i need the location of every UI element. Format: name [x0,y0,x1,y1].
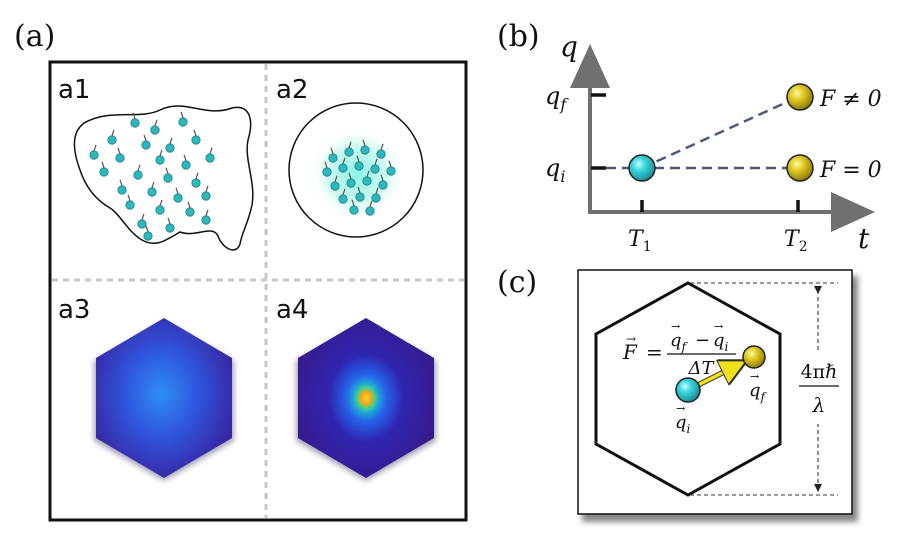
atom [346,172,356,188]
label-qi-vec: → [676,402,685,415]
atom [107,129,117,145]
atom [155,149,165,165]
brillouin-zone-a3 [96,318,232,478]
formula-num-qf: qf [670,330,689,354]
atom [205,147,215,163]
atom-cloud-condensed [322,139,396,216]
label-qf-vec: → [750,370,759,383]
atom [89,144,99,160]
period-numerator: 4πℏ [801,361,838,383]
atom-final-c [742,345,766,369]
atom-final-force [786,83,814,111]
tick-label-t1: T1 [628,227,652,255]
tick-label-t2: T2 [784,227,808,255]
atom [362,170,372,186]
atom [133,164,143,180]
panel-label-b: (b) [497,19,540,54]
atom [338,188,348,204]
formula-denominator: ΔT [687,358,715,379]
atom-final-no-force [786,154,814,182]
atom [150,119,160,135]
atom [163,167,173,183]
atom [201,185,211,201]
period-denominator: λ [812,393,826,417]
trajectory-force [641,95,799,170]
atom [370,158,380,174]
formula-eq: = [646,340,663,364]
atom [355,186,365,202]
period-label-bg [792,352,846,424]
atom [322,161,332,177]
subpanel-label-a2: a2 [276,75,308,105]
atom [344,141,354,157]
atom [165,217,175,233]
atom [354,155,364,171]
atom [328,147,338,163]
atom [386,160,396,176]
label-force-nonzero: F ≠ 0 [819,87,882,112]
atom-initial-c [675,377,701,403]
atom [181,154,191,170]
atom [191,129,201,145]
subpanel-label-a4: a4 [276,295,308,325]
atom [143,225,153,241]
panel-label-a: (a) [14,19,55,54]
atom [155,199,165,215]
formula-lhs: F [622,340,638,364]
atom [365,200,375,216]
atom [130,112,140,128]
subpanel-label-a1: a1 [58,75,90,105]
brillouin-zone-a4 [298,318,434,478]
atom [371,187,381,203]
atom [165,137,175,153]
atom [99,161,109,177]
y-axis-label: q [560,30,578,63]
atom [137,213,147,229]
atom [147,181,157,197]
formula-vec-qi: → [714,320,723,333]
atom [117,179,127,195]
subpanel-label-a3: a3 [58,295,90,325]
tick-label-qf: qf [545,82,569,114]
formula-vec-f: → [626,332,636,346]
atom [349,199,359,215]
formula-num-minus: − [695,330,710,351]
atom [201,209,211,225]
atom-initial-b [628,154,656,182]
atom [378,174,388,190]
atom [141,134,151,150]
atom [125,194,135,210]
tick-label-qi: qi [545,154,566,186]
momentum-arrow-fill [697,365,738,387]
panel-label-c: (c) [497,265,537,300]
force-formula: → F = → qf − → qi ΔT [622,320,736,379]
atom-cloud-scattered [89,111,215,241]
atom [191,172,201,188]
atom [360,139,370,155]
label-qi: qi [675,412,691,436]
x-axis-label: t [858,222,870,255]
atom [115,147,125,163]
formula-num-qi: qi [713,330,729,354]
atom [338,157,348,173]
atom [330,175,340,191]
atom [173,187,183,203]
formula-vec-qf: → [671,320,680,333]
label-qf: qf [749,380,768,404]
atom [185,201,195,217]
label-force-zero: F = 0 [819,158,882,183]
atom [178,111,188,127]
atom [376,143,386,159]
